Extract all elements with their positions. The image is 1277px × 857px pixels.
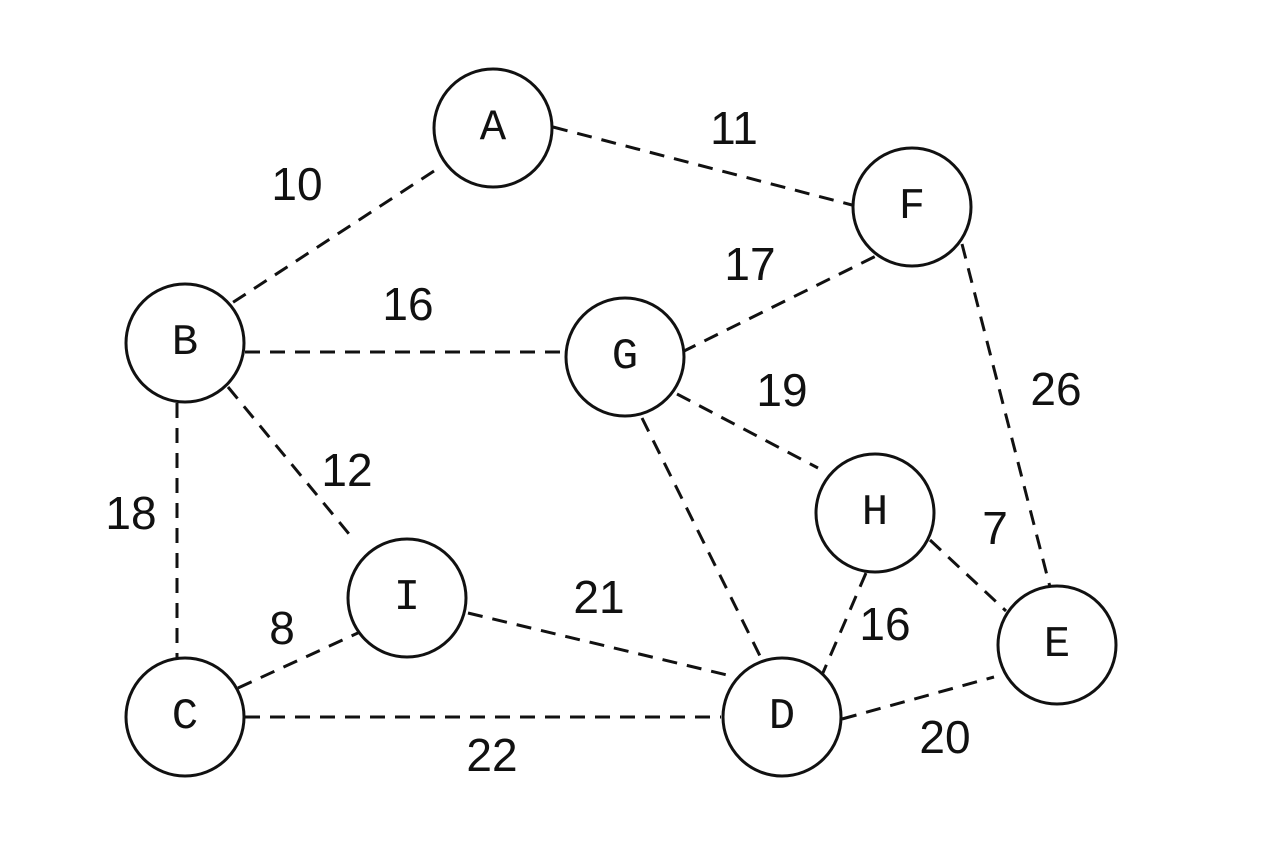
- node-label-h: H: [862, 488, 888, 538]
- edge-weight-c-d: 22: [466, 729, 517, 781]
- node-f: F: [851, 146, 973, 268]
- node-d: D: [721, 656, 843, 778]
- edge-f-e: [960, 243, 1052, 588]
- node-b: B: [124, 282, 246, 404]
- edge-weight-h-e: 7: [982, 502, 1008, 554]
- node-label-f: F: [899, 182, 925, 232]
- edge-g-d: [640, 417, 764, 661]
- node-label-d: D: [769, 692, 795, 742]
- edges: [175, 125, 1052, 721]
- edge-c-i: [237, 630, 361, 690]
- node-label-i: I: [394, 573, 420, 623]
- node-label-g: G: [612, 332, 638, 382]
- edge-weight-a-f: 11: [710, 102, 758, 154]
- edge-weight-i-d: 21: [573, 571, 624, 623]
- nodes: A B C D E F G H: [124, 67, 1118, 778]
- edge-weight-g-f: 17: [724, 238, 775, 290]
- edge-g-h: [676, 392, 819, 470]
- edge-h-e: [928, 538, 1008, 613]
- edge-weight-b-g: 16: [382, 278, 433, 330]
- edge-weight-d-e: 20: [919, 711, 970, 763]
- node-c: C: [124, 656, 246, 778]
- edge-b-i: [226, 386, 356, 541]
- node-label-c: C: [172, 692, 198, 742]
- edge-a-f: [552, 125, 853, 207]
- edge-h-d: [820, 572, 868, 676]
- node-label-a: A: [480, 103, 507, 153]
- edge-g-f: [681, 254, 877, 354]
- node-a: A: [432, 67, 554, 189]
- node-h: H: [814, 452, 936, 574]
- edge-weight-f-e: 26: [1030, 363, 1081, 415]
- edge-a-b: [231, 169, 435, 305]
- edge-weight-g-h: 19: [756, 364, 807, 416]
- edge-weight-c-i: 8: [269, 602, 295, 654]
- node-i: I: [346, 537, 468, 659]
- edge-weight-h-d: 16: [859, 598, 910, 650]
- edge-weights: 10 11 16 12 18 8 22 21 17 19 26 7 16 20: [105, 102, 1081, 781]
- edge-weight-b-i: 12: [321, 444, 372, 496]
- node-label-b: B: [172, 318, 198, 368]
- edge-weight-a-b: 10: [271, 158, 322, 210]
- edge-d-e: [841, 675, 995, 721]
- edge-weight-b-c: 18: [105, 487, 156, 539]
- node-e: E: [996, 584, 1118, 706]
- node-label-e: E: [1044, 620, 1070, 670]
- edge-i-d: [467, 611, 728, 677]
- node-g: G: [564, 296, 686, 418]
